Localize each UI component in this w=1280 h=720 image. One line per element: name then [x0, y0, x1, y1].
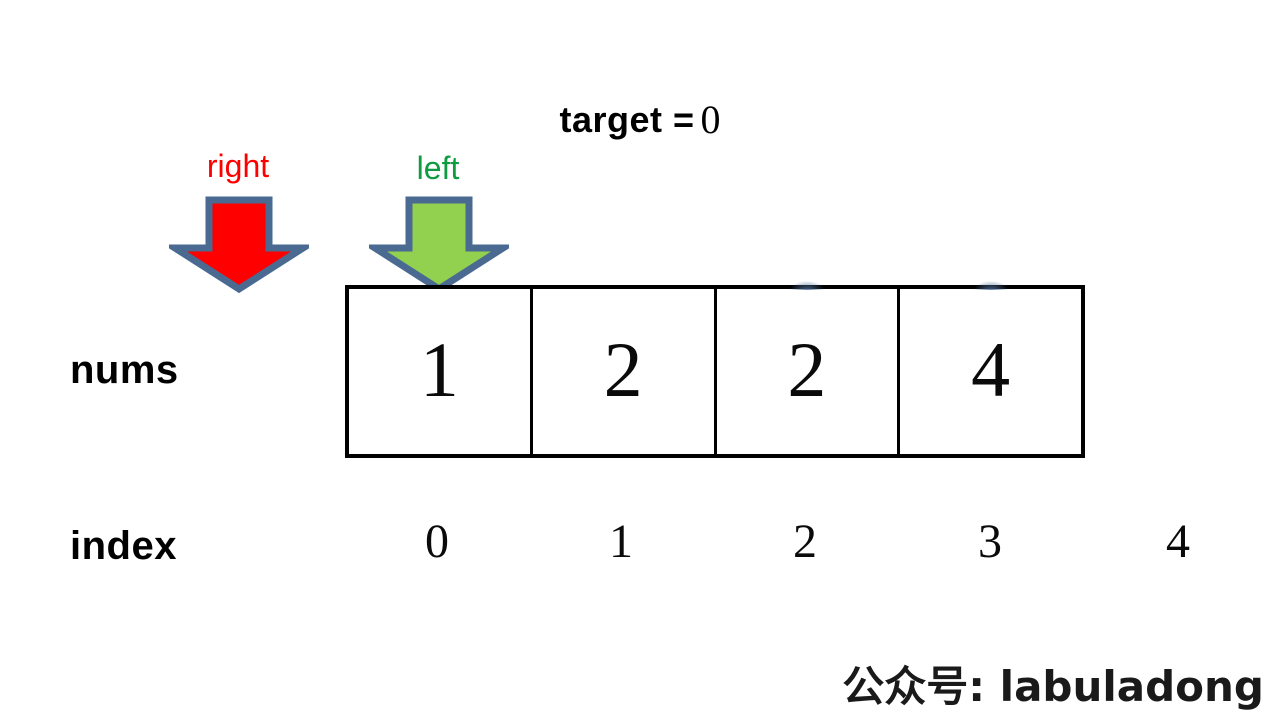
pointer-arrow-left-icon — [369, 196, 509, 294]
nums-label: nums — [70, 348, 179, 392]
array-cell-1: 2 — [532, 289, 717, 454]
array-cell-value: 2 — [603, 325, 643, 413]
watermark: 公众号: labuladong — [842, 662, 1264, 711]
target-expression: target =0 — [0, 96, 1280, 143]
array-cell-value: 2 — [787, 325, 827, 413]
pointer-label-left: left — [416, 150, 460, 186]
target-label: target = — [559, 99, 695, 140]
erased-arrow-remnant-icon — [973, 281, 1008, 290]
array-cell-0: 1 — [349, 289, 533, 454]
index-value-2: 2 — [793, 515, 817, 568]
index-label: index — [70, 524, 177, 568]
pointer-arrow-right-icon — [169, 196, 309, 294]
index-value-1: 1 — [609, 515, 633, 568]
array-cell-3: 4 — [900, 281, 1081, 454]
index-value-3: 3 — [978, 515, 1002, 568]
index-value-4: 4 — [1166, 515, 1190, 568]
pointer-label-right: right — [206, 148, 270, 184]
array-cell-value: 1 — [419, 325, 459, 413]
index-value-0: 0 — [425, 515, 449, 568]
erased-arrow-remnant-icon — [789, 281, 824, 290]
target-value: 0 — [700, 97, 721, 142]
index-row: 0 1 2 3 4 — [345, 518, 1270, 588]
array-cell-2: 2 — [716, 281, 901, 454]
nums-array: 1 2 2 4 — [345, 281, 1085, 458]
array-cell-value: 4 — [971, 325, 1011, 413]
